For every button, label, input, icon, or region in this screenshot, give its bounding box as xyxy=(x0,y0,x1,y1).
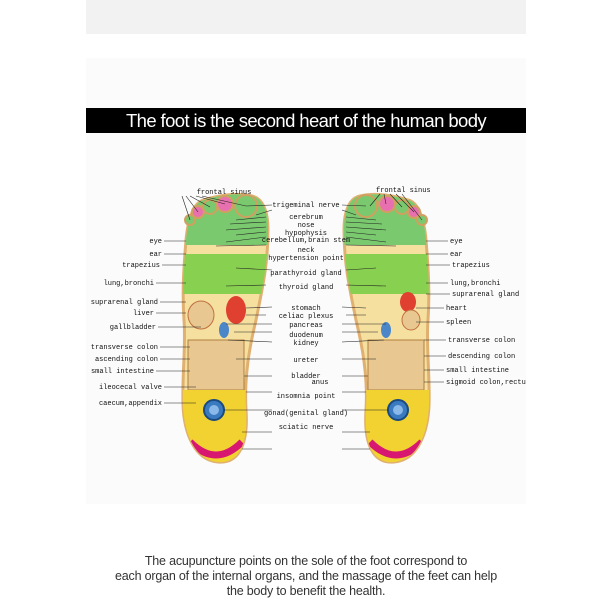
caption-line-2: each organ of the internal organs, and t… xyxy=(115,569,497,583)
label-right-small-intestine: small intestine xyxy=(446,367,509,375)
caption-line-1: The acupuncture points on the sole of th… xyxy=(144,554,468,568)
left-liver-organ xyxy=(187,300,215,330)
label-hypertension-point: hypertension point xyxy=(268,255,344,263)
label-left-small-intestine: small intestine xyxy=(91,368,154,376)
label-gonad: gonad(genital gland) xyxy=(264,410,348,418)
label-right-frontal-sinus: frontal sinus xyxy=(376,187,431,195)
left-foot xyxy=(181,192,270,464)
label-left-lung-bronchi: lung,bronchi xyxy=(104,280,154,288)
label-cerebellum-brain-stem: cerebellum,brain stem xyxy=(262,237,350,245)
label-anus: anus xyxy=(312,379,329,387)
label-thyroid-gland: thyroid gland xyxy=(279,284,334,292)
label-right-sigmoid-colon-rectum: sigmoid colon,rectum xyxy=(446,379,526,387)
left-colon-zone xyxy=(187,339,245,391)
label-right-trapezius: trapezius xyxy=(452,262,490,270)
right-insomnia-inner xyxy=(393,405,403,415)
left-insomnia-inner xyxy=(209,405,219,415)
foot-reflexology-chart: frontal sinus eye ear trapezius lung,bro… xyxy=(86,170,530,470)
right-kidney-organ xyxy=(381,322,391,338)
label-right-heart: heart xyxy=(446,305,467,313)
left-lung-zone xyxy=(182,254,268,294)
title-banner: The foot is the second heart of the huma… xyxy=(86,108,526,133)
label-kidney: kidney xyxy=(293,340,318,348)
label-right-lung-bronchi: lung,bronchi xyxy=(450,280,500,288)
label-left-liver: liver xyxy=(133,310,154,318)
label-stomach: stomach xyxy=(291,305,320,313)
label-left-suprarenal-gland: suprarenal gland xyxy=(91,299,158,307)
label-right-suprarenal-gland: suprarenal gland xyxy=(452,291,519,299)
right-foot xyxy=(342,192,431,464)
right-colon-zone xyxy=(367,339,425,391)
label-left-ileocecal-valve: ileocecal valve xyxy=(99,384,162,392)
label-right-ear: ear xyxy=(450,251,463,259)
label-duodenum: duodenum xyxy=(289,332,323,340)
label-left-gallbladder: gallbladder xyxy=(110,324,156,332)
label-neck: neck xyxy=(298,247,315,255)
label-bladder: bladder xyxy=(291,373,320,381)
label-right-descending-colon: descending colon xyxy=(448,353,515,361)
right-heart-organ xyxy=(400,292,416,312)
label-pancreas: pancreas xyxy=(289,322,323,330)
label-right-transverse-colon: transverse colon xyxy=(448,337,515,345)
foot-diagram-svg: frontal sinus eye ear trapezius lung,bro… xyxy=(91,187,530,464)
label-left-ear: ear xyxy=(149,251,162,259)
right-heel-arc xyxy=(367,439,425,459)
left-heel-arc xyxy=(187,439,245,459)
label-left-caecum-appendix: caecum,appendix xyxy=(99,400,162,408)
label-left-eye: eye xyxy=(149,238,162,246)
label-coeliac-plexus: celiac plexus xyxy=(279,313,334,321)
label-cerebrum: cerebrum xyxy=(289,214,323,222)
label-right-eye: eye xyxy=(450,238,463,246)
caption-line-3: the body to benefit the health. xyxy=(226,584,386,598)
caption: The acupuncture points on the sole of th… xyxy=(86,554,526,599)
label-right-spleen: spleen xyxy=(446,319,471,327)
label-left-frontal-sinus: frontal sinus xyxy=(197,189,252,197)
label-nose: nose xyxy=(298,222,315,230)
label-hypophysis: hypophysis xyxy=(285,230,327,238)
label-left-ascending-colon: ascending colon xyxy=(95,356,158,364)
left-kidney-organ xyxy=(219,322,229,338)
top-image-strip xyxy=(86,0,526,34)
label-parathyroid-gland: parathyroid gland xyxy=(270,270,341,278)
title-text: The foot is the second heart of the huma… xyxy=(125,109,487,131)
right-toe-2 xyxy=(378,195,396,213)
leader-lines xyxy=(156,193,450,450)
label-sciatic-nerve: sciatic nerve xyxy=(279,424,334,432)
right-spleen-organ xyxy=(401,309,421,331)
label-trigeminal-nerve: trigeminal nerve xyxy=(272,202,339,210)
right-lung-zone xyxy=(344,254,430,294)
label-left-transverse-colon: transverse colon xyxy=(91,344,158,352)
label-left-trapezius: trapezius xyxy=(122,262,160,270)
label-ureter: ureter xyxy=(293,357,318,365)
label-insomnia-point: insomnia point xyxy=(277,393,336,401)
left-stomach-organ xyxy=(226,296,246,324)
